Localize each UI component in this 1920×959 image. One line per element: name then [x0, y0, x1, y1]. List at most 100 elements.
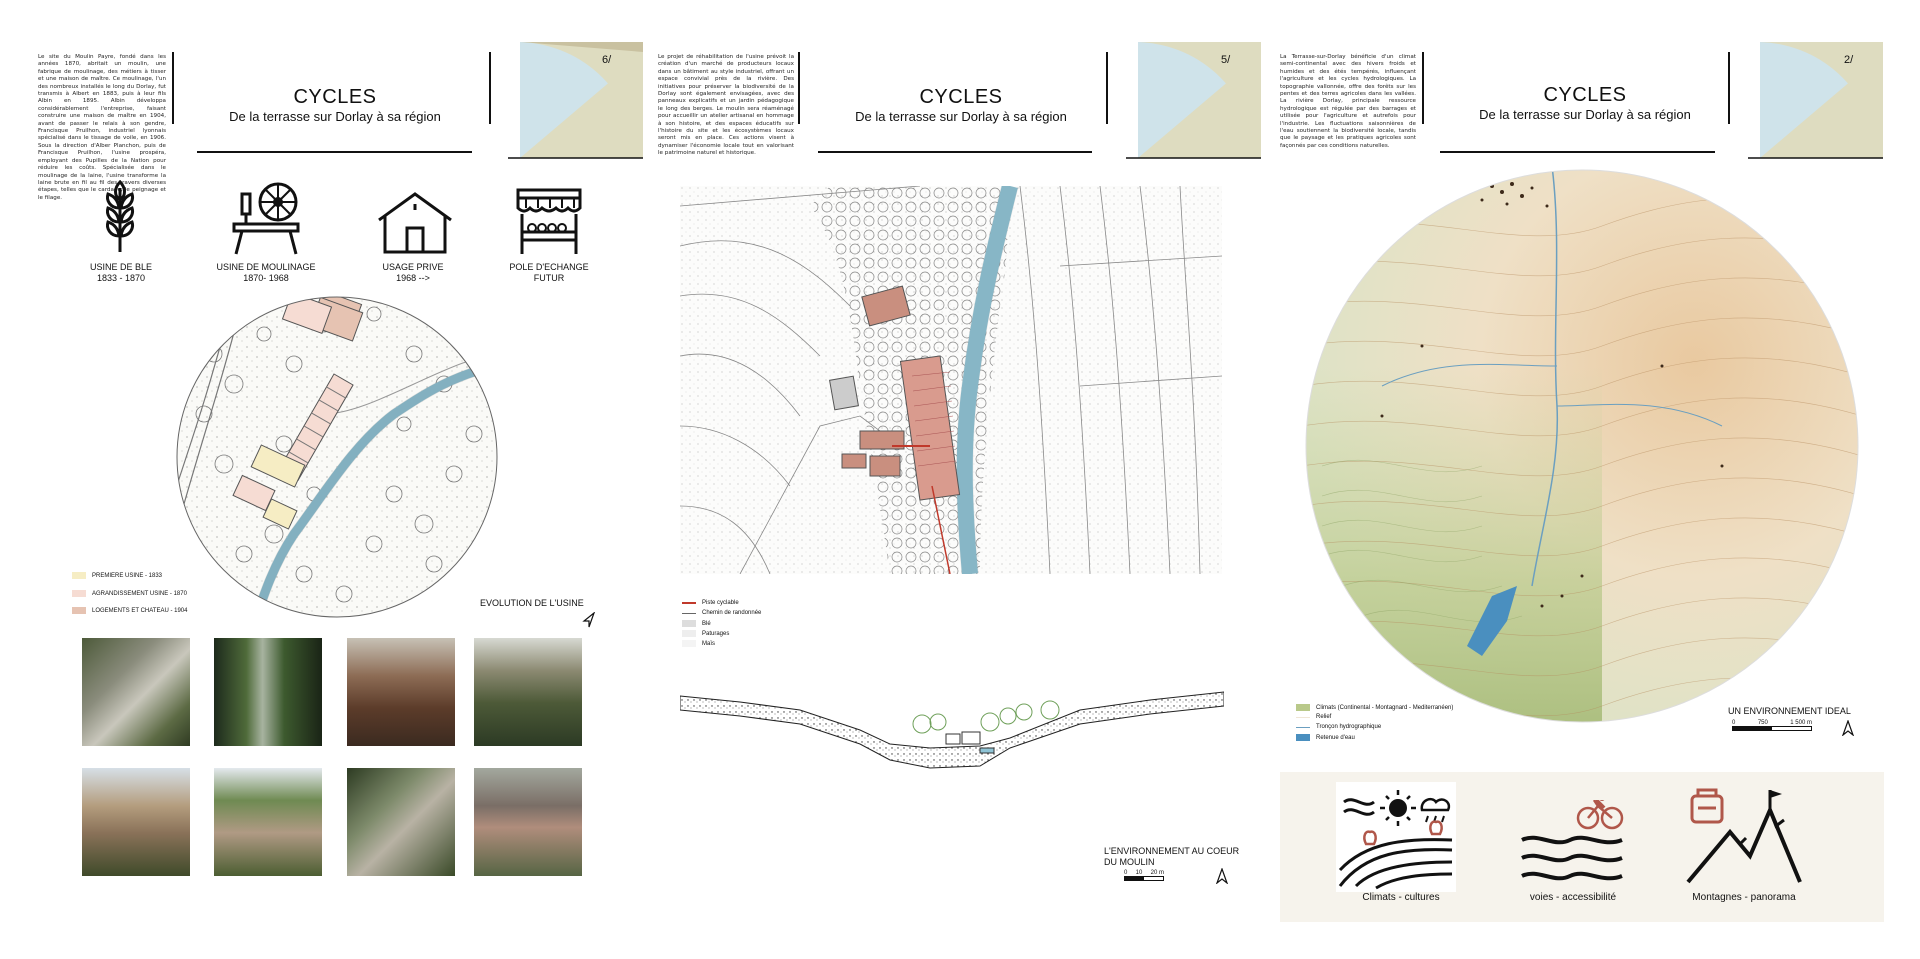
theme-label: voies - accessibilité — [1529, 892, 1617, 903]
title-underline — [1440, 151, 1715, 153]
photo-hillside-factory — [214, 768, 322, 876]
legend-item: Relief — [1296, 714, 1331, 720]
wheat-icon — [106, 179, 134, 252]
caption-line: L'ENVIRONNEMENT AU COEUR — [1104, 846, 1240, 856]
house-icon — [378, 192, 452, 254]
icon-label-sub: 1833 - 1870 — [96, 273, 146, 283]
photo-waterfall — [82, 638, 190, 746]
photo-overgrown-ruin — [347, 768, 455, 876]
map-caption: L'ENVIRONNEMENT AU COEUR DU MOULIN — [1104, 846, 1239, 868]
legend-swatch — [72, 607, 86, 614]
icon-label-title: POLE D'ECHANGE — [509, 262, 589, 272]
spinning-wheel-icon — [232, 182, 300, 255]
legend-item: PREMIERE USINE - 1833 — [72, 572, 162, 579]
panel-ideal-environment: La Terrasse-sur-Dorlay bénéficie d'un cl… — [1280, 0, 1920, 959]
intro-text: Le projet de réhabilitation de l'usine p… — [658, 54, 794, 157]
panel-usine-evolution: Le site du Moulin Payre, fondé dans les … — [0, 0, 643, 959]
icon-label-title: USAGE PRIVE — [382, 262, 444, 272]
divider — [489, 52, 491, 124]
climate-crops-icon — [1336, 782, 1456, 892]
legend-label: PREMIERE USINE - 1833 — [92, 572, 163, 579]
legend-label: Paturages — [702, 630, 730, 637]
north-arrow-icon — [1842, 720, 1854, 736]
legend-swatch — [1296, 734, 1310, 741]
page-number: 5/ — [1221, 54, 1231, 66]
title-block: CYCLES De la terrasse sur Dorlay à sa ré… — [200, 86, 470, 124]
scale-label: 10 — [1135, 870, 1143, 876]
legend-item: Piste cyclable — [682, 600, 739, 606]
mountain-panorama-icon — [1686, 788, 1802, 884]
page-number: 2/ — [1844, 54, 1854, 66]
page-subtitle: De la terrasse sur Dorlay à sa région — [855, 109, 1067, 124]
icon-label-sub: 1968 --> — [396, 273, 430, 283]
scale-label: 750 — [1757, 720, 1768, 726]
page-subtitle: De la terrasse sur Dorlay à sa région — [229, 109, 441, 124]
theme-label: Climats - cultures — [1362, 892, 1440, 903]
icon-label-sub: FUTUR — [533, 273, 565, 283]
title-block: CYCLES De la terrasse sur Dorlay à sa ré… — [826, 86, 1096, 124]
legend-swatch — [682, 602, 696, 604]
legend-label: Blé — [702, 620, 711, 627]
photo-workshop-hall — [347, 638, 455, 746]
north-arrow-icon — [582, 612, 595, 628]
legend-swatch — [1296, 704, 1310, 711]
page-title: CYCLES — [1543, 84, 1627, 106]
panel-environment-mill: Le projet de réhabilitation de l'usine p… — [640, 0, 1280, 959]
legend-item: Blé — [682, 620, 711, 627]
legend-label: AGRANDISSEMENT USINE - 1870 — [92, 590, 187, 597]
page-corner-graphic — [1748, 42, 1883, 159]
photo-chateau — [82, 768, 190, 876]
valley-cross-section — [680, 691, 1224, 769]
scale-label: 20 m — [1150, 870, 1164, 876]
market-stall-icon — [516, 188, 582, 254]
north-arrow-icon — [1216, 868, 1228, 884]
icon-label: USINE DE MOULINAGE 1870- 1968 — [211, 262, 321, 284]
legend-swatch — [1296, 726, 1310, 728]
photo-ruined-interior — [214, 638, 322, 746]
legend-label: Chemin de randonnée — [702, 610, 762, 616]
page-subtitle: De la terrasse sur Dorlay à sa région — [1479, 107, 1691, 122]
legend-item: Climats (Continental - Montagnard - Medi… — [1296, 704, 1453, 711]
icon-label: USAGE PRIVE 1968 --> — [358, 262, 468, 284]
legend-swatch — [1296, 716, 1310, 718]
page-title: CYCLES — [919, 86, 1003, 108]
page-corner-graphic — [1126, 42, 1261, 159]
icon-label: USINE DE BLE 1833 - 1870 — [66, 262, 176, 284]
scale-bar: 0 750 1 500 m — [1732, 720, 1812, 731]
legend-label: LOGEMENTS ET CHATEAU - 1904 — [92, 607, 188, 614]
scale-label: 1 500 m — [1790, 720, 1812, 726]
intro-text: La Terrasse-sur-Dorlay bénéficie d'un cl… — [1280, 54, 1416, 149]
page-corner-graphic — [508, 42, 643, 159]
title-underline — [818, 151, 1092, 153]
legend-label: Retenue d'eau — [1316, 734, 1355, 741]
caption-line: DU MOULIN — [1104, 857, 1155, 867]
page-title: CYCLES — [293, 86, 377, 108]
legend-label: Tronçon hydrographique — [1316, 724, 1382, 730]
title-block: CYCLES De la terrasse sur Dorlay à sa ré… — [1450, 84, 1720, 122]
themes-box: Climats - cultures voies - accessibilité… — [1280, 772, 1884, 922]
legend-item: Chemin de randonnée — [682, 610, 761, 616]
legend-label: Relief — [1316, 714, 1332, 720]
divider — [172, 52, 174, 124]
icon-label-title: USINE DE MOULINAGE — [216, 262, 316, 272]
site-plan-map — [680, 186, 1222, 574]
legend-swatch — [72, 590, 86, 597]
icon-label-sub: 1870- 1968 — [243, 273, 289, 283]
topographic-map — [1305, 169, 1859, 723]
legend-item: Paturages — [682, 630, 729, 637]
legend-item: Tronçon hydrographique — [1296, 724, 1381, 730]
scale-bar: 0 10 20 m — [1124, 870, 1164, 884]
cycling-access-icon — [1521, 800, 1624, 881]
scale-label: 0 — [1732, 720, 1736, 726]
legend-item: Retenue d'eau — [1296, 734, 1355, 741]
intro-text: Le site du Moulin Payre, fondé dans les … — [38, 54, 166, 201]
icon-label: POLE D'ECHANGE FUTUR — [494, 262, 604, 284]
legend-label: Maïs — [702, 640, 716, 647]
legend-item: LOGEMENTS ET CHATEAU - 1904 — [72, 607, 187, 614]
divider — [798, 52, 800, 124]
factory-site-map — [176, 296, 498, 618]
legend-swatch — [682, 630, 696, 637]
divider — [1422, 52, 1424, 124]
photo-riverside-building — [474, 638, 582, 746]
legend-swatch — [682, 612, 696, 614]
